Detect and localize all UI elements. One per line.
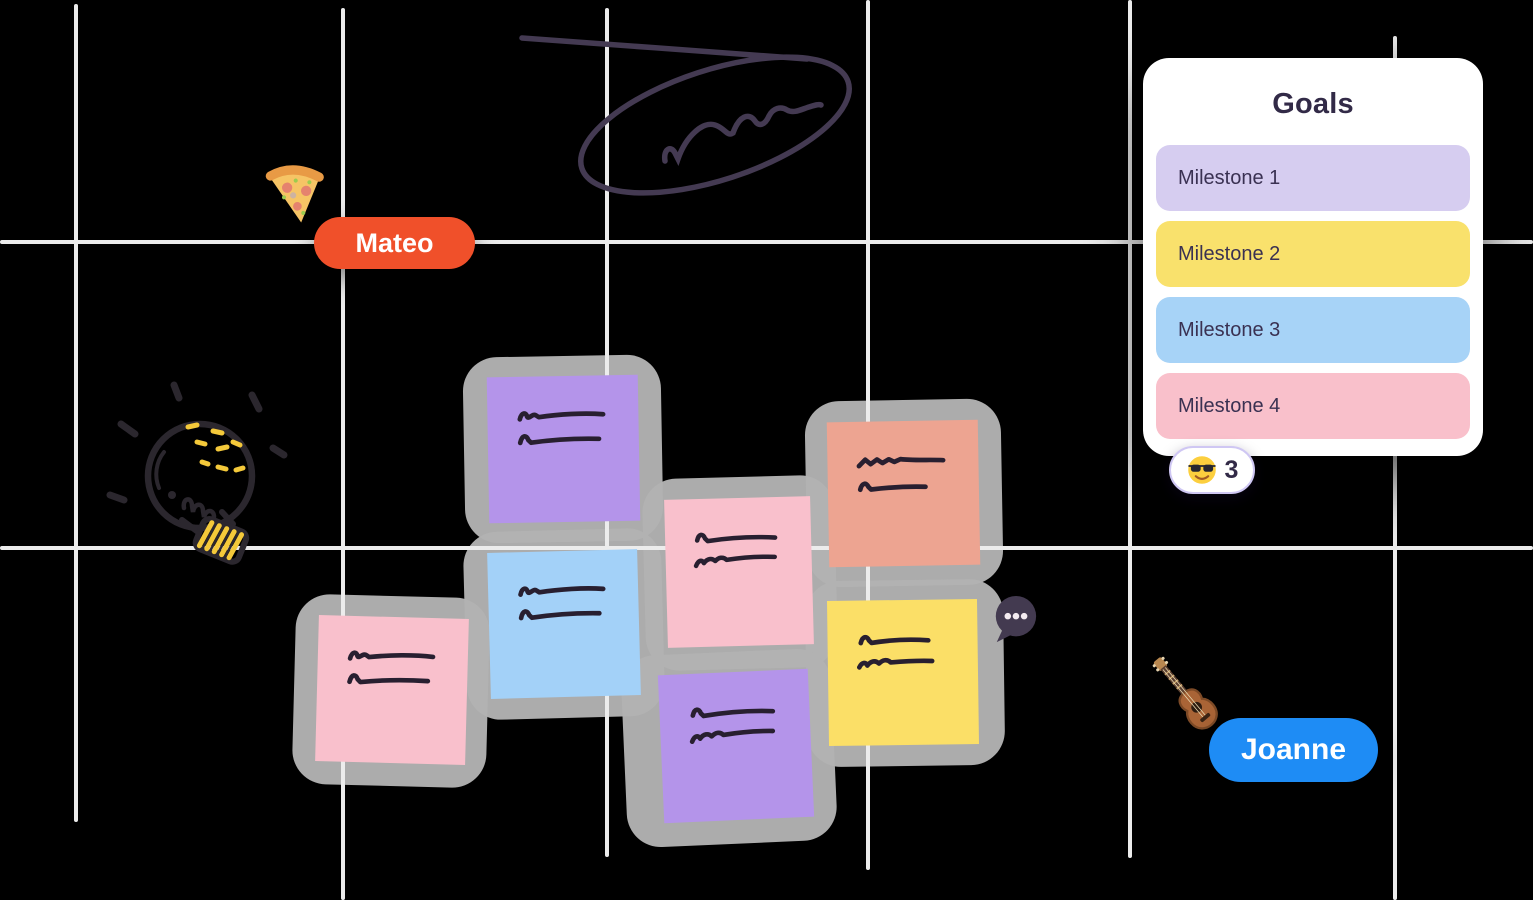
grid-line (74, 4, 78, 822)
guitar-emoji-sticker[interactable] (1142, 648, 1228, 740)
note-scribble (693, 532, 778, 568)
note-scribble (856, 456, 946, 493)
note-scribble (517, 586, 606, 621)
milestone-list: Milestone 1 Milestone 2 Milestone 3 Mile… (1143, 145, 1483, 439)
milestone-item-4[interactable]: Milestone 4 (1156, 373, 1470, 439)
sticky-note-2[interactable] (487, 549, 641, 699)
grid-line (341, 8, 345, 900)
note-scribble (856, 634, 934, 670)
pizza-emoji-sticker[interactable] (262, 157, 331, 229)
pen-scribble-icon (519, 35, 852, 196)
reaction-count: 3 (1224, 455, 1239, 484)
sticky-note-6[interactable] (657, 668, 815, 824)
note-scribble (689, 707, 775, 744)
loop-scribble-drawing[interactable] (515, 28, 875, 228)
sticky-note-3[interactable] (664, 496, 814, 648)
user-cursor-label: Mateo (355, 227, 434, 258)
ellipsis-icon (995, 596, 1037, 643)
lightbulb-doodle[interactable] (100, 380, 290, 580)
sticky-note-5[interactable] (826, 598, 980, 747)
sticky-note-1[interactable] (486, 374, 641, 524)
user-cursor-label: Joanne (1240, 733, 1347, 766)
note-scribble (517, 411, 606, 446)
guitar-icon (1152, 656, 1218, 730)
milestone-item-1[interactable]: Milestone 1 (1156, 145, 1470, 211)
sticky-note-7[interactable] (315, 615, 469, 765)
reaction-pill[interactable]: 3 (1169, 446, 1255, 494)
grid-line (1128, 0, 1132, 858)
goals-panel-title: Goals (1272, 88, 1354, 120)
goals-panel[interactable]: Goals Milestone 1 Milestone 2 Milestone … (1143, 58, 1483, 456)
sunglasses-emoji-icon (1187, 456, 1216, 484)
milestone-item-2[interactable]: Milestone 2 (1156, 221, 1470, 287)
milestone-item-3[interactable]: Milestone 3 (1156, 297, 1470, 363)
pizza-icon (265, 165, 324, 223)
sticky-note-4[interactable] (826, 419, 981, 568)
user-cursor-joanne: Joanne (1209, 718, 1378, 782)
note-scribble (346, 650, 435, 685)
grid-line (0, 240, 1533, 244)
user-cursor-mateo: Mateo (314, 217, 475, 269)
lightbulb-icon (106, 381, 288, 565)
grid-line (1393, 36, 1397, 900)
comment-indicator[interactable] (991, 595, 1039, 645)
